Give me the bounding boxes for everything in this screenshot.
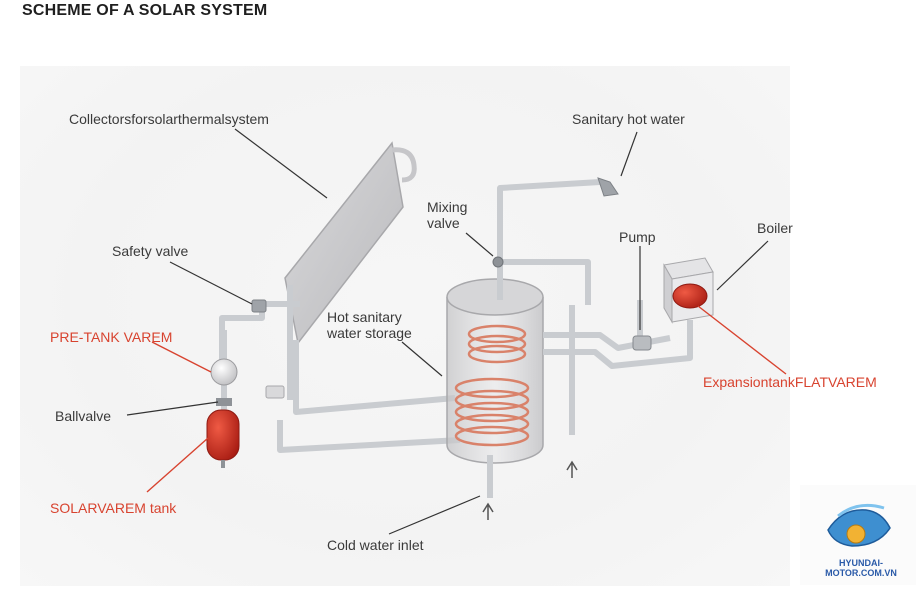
heating-coils [454,324,530,447]
label-mixing-valve-line1: Mixing [427,199,468,215]
solarvarem-tank [206,409,240,468]
label-cold-water-inlet: Cold water inlet [327,537,424,553]
watermark-text: HYUNDAI-MOTOR.COM.VN [825,558,897,578]
safety-valve [251,299,267,313]
expansion-tank-flatvarem [672,283,708,309]
mixing-valve [492,256,504,268]
label-ballvalve: Ballvalve [55,408,112,424]
side-fitting [265,385,285,399]
label-solarvarem-tank: SOLARVAREM tank [50,500,177,516]
label-collectors: Collectorsforsolarthermalsystem [69,111,269,127]
shower-head [597,177,619,197]
label-pump: Pump [619,229,656,245]
leader-lines [126,128,769,535]
return-pipe [566,305,578,478]
label-pre-tank-varem: PRE-TANK VAREM [50,329,173,345]
label-safety-valve: Safety valve [112,243,189,259]
page-title: SCHEME OF A SOLAR SYSTEM [22,2,268,19]
label-boiler: Boiler [757,220,793,236]
pre-tank-varem [210,330,238,410]
label-sanitary-hot-water: Sanitary hot water [572,111,685,127]
label-hot-storage-line2: water storage [327,325,412,341]
watermark-logo [800,485,916,585]
label-expansion-tank: ExpansiontankFLATVAREM [703,374,877,390]
pump [632,335,652,351]
highlight-leader-lines [146,305,787,493]
ball-valve [216,398,232,406]
cold-water-inlet-pipe [482,455,494,520]
label-mixing-valve-line2: valve [427,215,460,231]
label-hot-storage-line1: Hot sanitary [327,309,402,325]
